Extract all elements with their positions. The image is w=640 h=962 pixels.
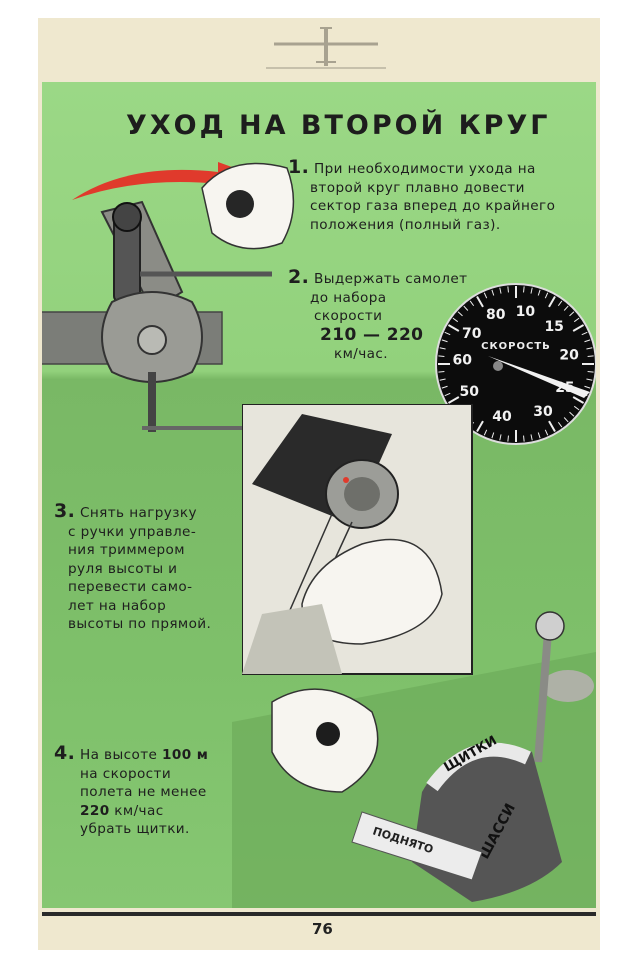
gauge-tick [499,434,502,441]
step-4: 4. На высоте 100 м на скорости полета не… [54,742,209,838]
gauge-label: СКОРОСТЬ [481,341,551,352]
gauge-tick [438,371,445,373]
gauge-tick [572,324,585,332]
gauge-tick [537,289,541,296]
gauge-tick [491,432,495,439]
gauge-tick [507,286,509,293]
gauge-tick [452,317,459,323]
gauge-tick [441,385,448,389]
gauge-tick [483,292,488,299]
gauge-tick-label: 60 [452,352,472,368]
gauge-tick [569,311,575,317]
book-page: 10152025304050607080 СКОРОСТЬ ЩИТКИ [38,18,600,950]
gauge-tick [463,305,469,311]
gauge-tick [447,396,460,404]
step-2: 2. Выдержать самолет до набора скорости … [288,266,468,363]
gauge-tick [548,420,556,433]
gauge-tick [523,286,525,293]
gauge-tick [439,347,446,350]
gauge-tick [557,421,563,428]
gauge-tick [537,432,541,439]
gauge-tick [523,435,525,442]
gauge-tick-label: 30 [533,404,553,420]
gauge-tick [483,429,488,436]
gauge-tick [587,355,594,357]
gauge-tick [544,429,549,436]
flap-gear-lever-illustration: ЩИТКИ ШАССИ ПОДНЯТО [232,611,596,908]
gauge-tick [476,420,484,433]
hand-on-throttle-illustration [201,162,295,250]
illustration-panel: 10152025304050607080 СКОРОСТЬ ЩИТКИ [42,82,596,908]
step-1: 1. При необходимости ухода на второй кру… [288,156,556,233]
page-footer: 76 [42,908,596,944]
page-number: 76 [312,920,333,938]
gauge-tick [586,347,593,350]
gauge-tick [491,289,495,296]
gauge-tick [563,417,569,423]
gauge-tick [563,305,569,311]
gauge-tick [444,331,451,336]
gauge-tick [447,324,460,332]
red-arrow-icon [72,162,268,200]
gauge-tick [573,405,580,411]
gauge-tick [587,371,594,373]
gauge-tick [439,378,446,381]
gauge-tick [457,311,463,317]
gauge-tick-label: 40 [492,409,512,425]
gauge-tick [469,300,475,307]
page-title: УХОД НА ВТОРОЙ КРУГ [126,110,551,141]
gauge-tick [548,295,556,308]
gauge-tick-label: 70 [462,326,482,342]
step-3: 3. Снять нагрузку с ручки управле- ния т… [54,500,212,633]
gauge-tick [444,392,451,397]
gauge-tick [544,292,549,299]
gauge-tick [569,411,575,417]
gauge-tick [584,339,591,343]
airspeed-gauge: 10152025304050607080 СКОРОСТЬ [435,283,596,445]
gauge-tick-label: 20 [559,348,579,364]
gauge-tick [441,339,448,343]
gauge-tick [573,317,580,323]
airplane-icon [266,27,386,69]
gauge-tick [584,385,591,389]
gauge-tick [476,295,484,308]
gauge-tick [499,287,502,294]
gauge-tick-label: 10 [516,304,536,320]
gauge-tick [507,435,509,442]
throttle-sector-illustration [42,200,272,432]
gauge-tick-label: 50 [459,384,479,400]
trim-wheel-illustration [242,404,473,675]
gauge-tick-label: 15 [544,319,563,335]
gauge-tick-label: 80 [486,307,506,323]
gauge-tick [530,434,533,441]
gauge-tick [572,396,585,404]
gauge-tick [530,287,533,294]
gauge-tick [557,300,563,307]
gauge-tick [581,331,588,336]
gauge-tick [438,355,445,357]
gauge-tick [586,378,593,381]
